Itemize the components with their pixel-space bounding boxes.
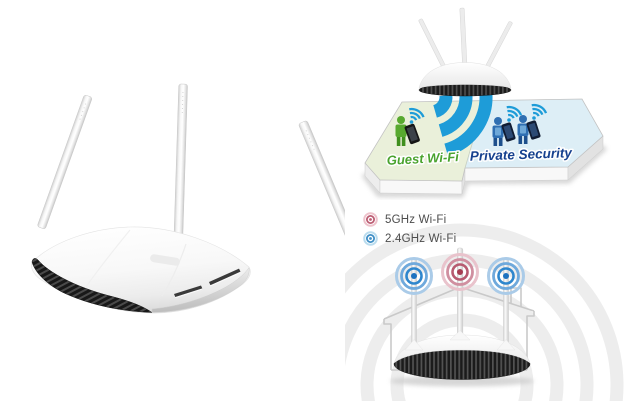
photo-antenna-right [298, 120, 345, 270]
embossed-logo [150, 254, 180, 266]
private-user-icons [492, 103, 548, 146]
legend-item-5ghz: 5GHz Wi-Fi [363, 210, 456, 229]
photo-router-grille [31, 258, 153, 313]
wifi-signal-fan [432, 90, 493, 157]
wifi-24ghz-icon [363, 231, 378, 246]
legend-label-5ghz: 5GHz Wi-Fi [385, 213, 447, 226]
photo-router-base-trim [151, 266, 250, 313]
guest-private-wifi-diagram: Guest Wi-Fi Private Security [355, 0, 625, 200]
private-security-label: Private Security [470, 145, 574, 164]
photo-router-body [31, 226, 251, 314]
platform-sides [364, 135, 604, 195]
guest-phone-icon [404, 123, 420, 145]
legend-label-24ghz: 2.4GHz Wi-Fi [385, 232, 457, 245]
diagram-router [418, 7, 513, 97]
side-vent-slot [209, 268, 241, 286]
signal-burst-5ghz-center [441, 253, 479, 291]
router-product-photo-svg [31, 83, 345, 314]
guest-wifi-label: Guest Wi-Fi [386, 149, 459, 168]
photo-antenna-left [37, 95, 92, 229]
chimney [510, 287, 522, 307]
signal-burst-24ghz-left [395, 257, 433, 295]
signal-burst-24ghz-right [487, 257, 525, 295]
side-vent-slot [174, 285, 203, 297]
band-legend: 5GHz Wi-Fi 2.4GHz Wi-Fi [363, 210, 456, 248]
legend-item-24ghz: 2.4GHz Wi-Fi [363, 229, 456, 248]
front-router [390, 330, 534, 387]
wifi-5ghz-icon [363, 212, 378, 227]
guest-private-svg: Guest Wi-Fi Private Security [361, 7, 608, 198]
dual-band-svg [345, 223, 624, 401]
dual-band-coverage-diagram: 5GHz Wi-Fi 2.4GHz Wi-Fi [345, 200, 625, 401]
photo-antenna-center [173, 83, 188, 247]
router-product-photo [31, 83, 345, 314]
guest-user-icon [395, 107, 425, 146]
